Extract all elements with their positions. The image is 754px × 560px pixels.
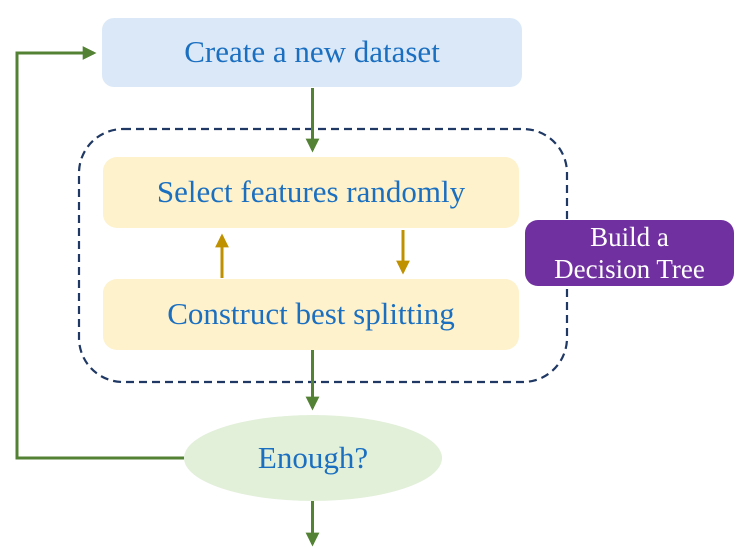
build-tree-label-line2: Decision Tree bbox=[554, 254, 705, 284]
node-construct-splitting-label: Construct best splitting bbox=[167, 296, 455, 332]
node-construct-splitting: Construct best splitting bbox=[103, 279, 519, 350]
node-create-dataset: Create a new dataset bbox=[102, 18, 522, 87]
node-build-decision-tree-tag: Build a Decision Tree bbox=[525, 220, 734, 286]
node-select-features-label: Select features randomly bbox=[156, 174, 466, 210]
build-tree-label-line1: Build a bbox=[590, 221, 669, 252]
node-select-features: Select features randomly bbox=[103, 157, 519, 228]
node-enough-label: Enough? bbox=[257, 439, 369, 475]
node-create-dataset-label: Create a new dataset bbox=[184, 34, 440, 70]
node-enough-decision: Enough? bbox=[184, 415, 442, 501]
